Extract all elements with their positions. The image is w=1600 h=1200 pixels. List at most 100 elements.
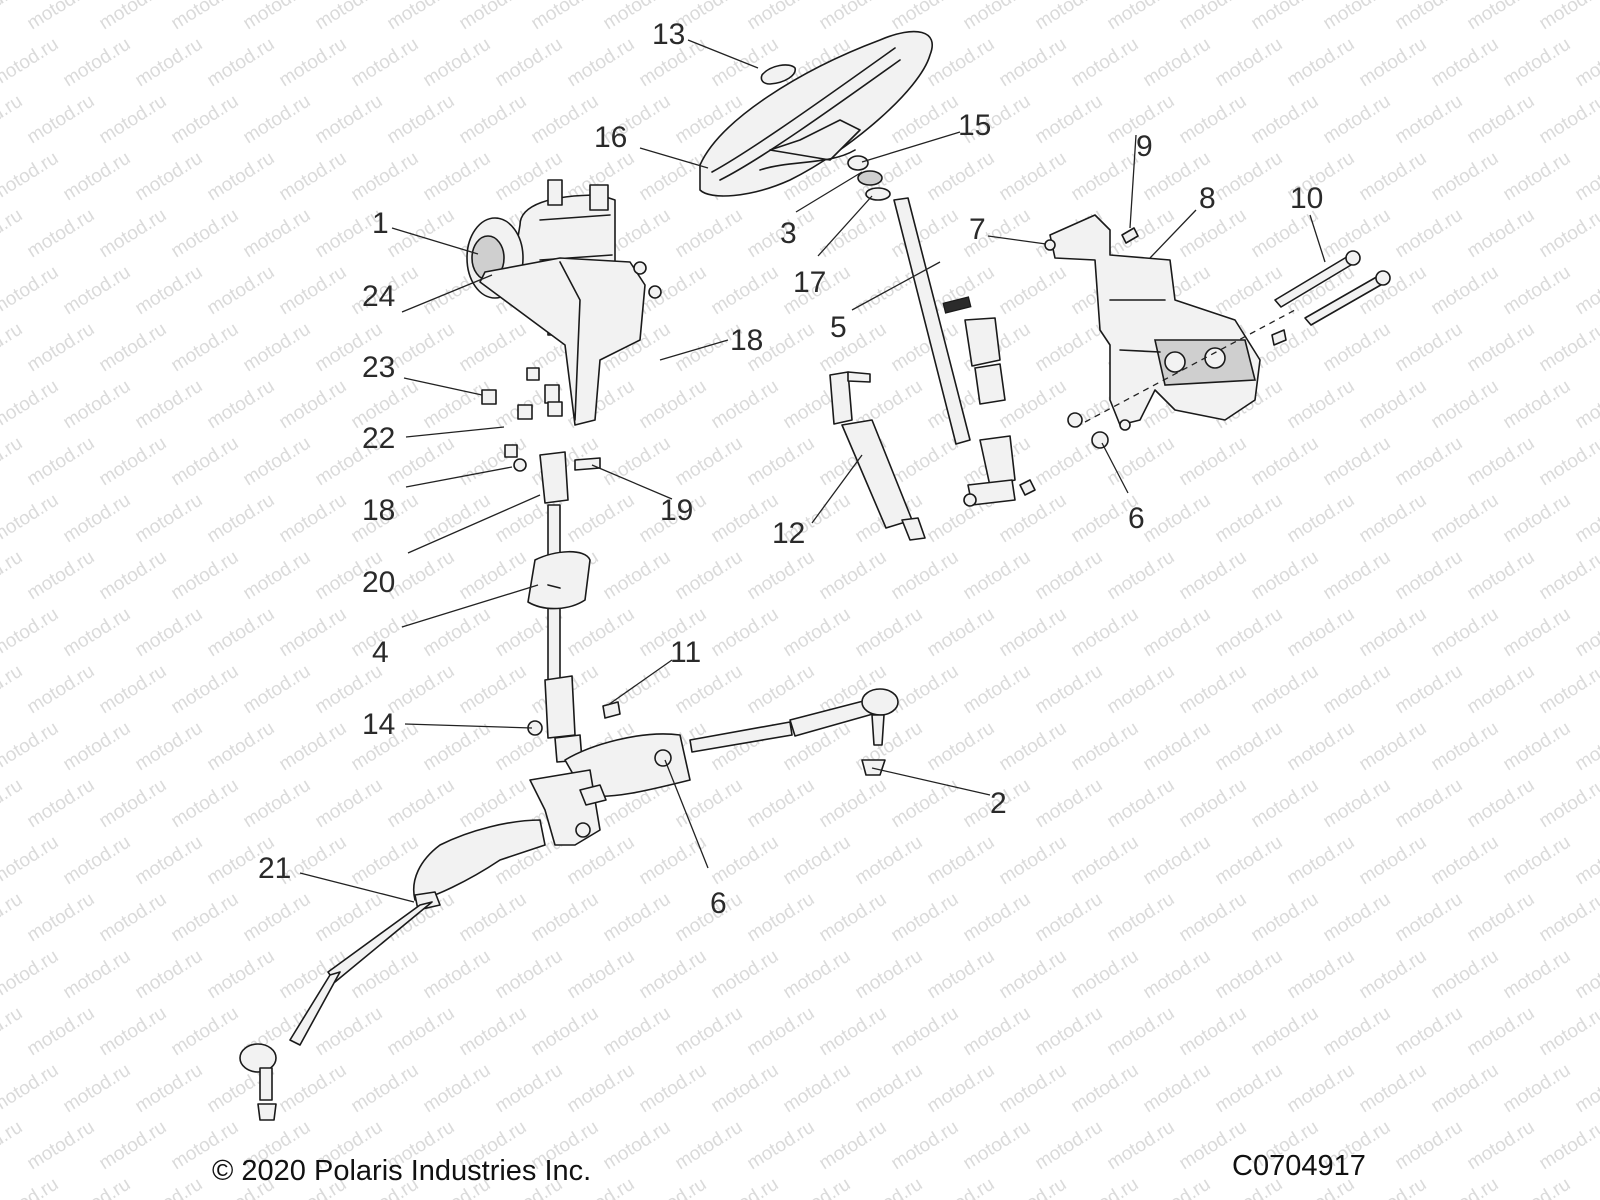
watermark-text: motod.ru xyxy=(348,832,423,890)
watermark-text: motod.ru xyxy=(1140,946,1215,1004)
watermark-text: motod.ru xyxy=(744,889,819,947)
watermark-text: motod.ru xyxy=(1428,604,1503,662)
watermark-text: motod.ru xyxy=(1500,832,1575,890)
watermark-text: motod.ru xyxy=(1212,262,1287,320)
watermark-text: motod.ru xyxy=(1104,775,1179,833)
leader-lines xyxy=(299,39,1326,903)
watermark-text: motod.ru xyxy=(312,0,387,34)
watermark-text: motod.ru xyxy=(672,661,747,719)
callout-14: 14 xyxy=(362,708,395,741)
watermark-text: motod.ru xyxy=(132,718,207,776)
watermark-text: motod.ru xyxy=(1464,1003,1539,1061)
watermark-text: motod.ru xyxy=(1392,775,1467,833)
watermark-text: motod.ru xyxy=(1284,832,1359,890)
watermark-text: motod.ru xyxy=(276,604,351,662)
watermark-text: motod.ru xyxy=(1464,205,1539,263)
watermark-text: motod.ru xyxy=(1572,490,1600,548)
watermark-text: motod.ru xyxy=(168,433,243,491)
callout-2: 2 xyxy=(990,787,1007,820)
watermark-text: motod.ru xyxy=(132,490,207,548)
watermark-text: motod.ru xyxy=(204,604,279,662)
watermark-text: motod.ru xyxy=(1212,148,1287,206)
watermark-text: motod.ru xyxy=(1140,832,1215,890)
watermark-text: motod.ru xyxy=(240,433,315,491)
watermark-text: motod.ru xyxy=(24,547,99,605)
watermark-text: motod.ru xyxy=(1140,34,1215,92)
callout-18-upper: 18 xyxy=(730,324,763,357)
watermark-text: motod.ru xyxy=(924,34,999,92)
watermark-text: motod.ru xyxy=(1176,547,1251,605)
watermark-text: motod.ru xyxy=(1464,433,1539,491)
callout-6-top: 6 xyxy=(1128,502,1145,535)
watermark-text: motod.ru xyxy=(744,1117,819,1175)
watermark-text: motod.ru xyxy=(240,889,315,947)
watermark-text: motod.ru xyxy=(1320,319,1395,377)
watermark-text: motod.ru xyxy=(924,604,999,662)
watermark-text: motod.ru xyxy=(1428,262,1503,320)
watermark-text: motod.ru xyxy=(1176,661,1251,719)
upper-steering-shaft xyxy=(893,197,1036,507)
watermark-text: motod.ru xyxy=(276,490,351,548)
callout-9: 9 xyxy=(1136,130,1153,163)
watermark-text: motod.ru xyxy=(1284,1060,1359,1118)
watermark-text: motod.ru xyxy=(528,1003,603,1061)
watermark-text: motod.ru xyxy=(1248,91,1323,149)
watermark-text: motod.ru xyxy=(1572,1174,1600,1200)
watermark-text: motod.ru xyxy=(24,775,99,833)
watermark-text: motod.ru xyxy=(888,547,963,605)
watermark-text: motod.ru xyxy=(0,1174,62,1200)
watermark-text: motod.ru xyxy=(1068,604,1143,662)
watermark-text: motod.ru xyxy=(636,832,711,890)
watermark-text: motod.ru xyxy=(636,148,711,206)
watermark-text: motod.ru xyxy=(888,0,963,34)
watermark-text: motod.ru xyxy=(708,376,783,434)
watermark-text: motod.ru xyxy=(168,205,243,263)
watermark-text: motod.ru xyxy=(132,946,207,1004)
watermark-text: motod.ru xyxy=(0,376,62,434)
watermark-text: motod.ru xyxy=(0,1003,26,1061)
watermark-text: motod.ru xyxy=(1140,1174,1215,1200)
watermark-text: motod.ru xyxy=(1500,604,1575,662)
callout-12: 12 xyxy=(772,517,805,550)
watermark-text: motod.ru xyxy=(96,1003,171,1061)
watermark-text: motod.ru xyxy=(1068,1060,1143,1118)
callout-16: 16 xyxy=(594,121,627,154)
watermark-text: motod.ru xyxy=(816,889,891,947)
watermark-text: motod.ru xyxy=(672,205,747,263)
watermark-text: motod.ru xyxy=(1464,775,1539,833)
watermark-text: motod.ru xyxy=(636,1174,711,1200)
watermark-text: motod.ru xyxy=(96,547,171,605)
watermark-text: motod.ru xyxy=(240,319,315,377)
watermark-text: motod.ru xyxy=(492,1060,567,1118)
callout-18-lower: 18 xyxy=(362,494,395,527)
watermark-text: motod.ru xyxy=(1104,433,1179,491)
watermark-text: motod.ru xyxy=(1500,34,1575,92)
watermark-text: motod.ru xyxy=(168,889,243,947)
watermark-text: motod.ru xyxy=(600,889,675,947)
watermark-text: motod.ru xyxy=(1356,1060,1431,1118)
watermark-text: motod.ru xyxy=(0,148,62,206)
watermark-text: motod.ru xyxy=(888,661,963,719)
watermark-text: motod.ru xyxy=(924,1174,999,1200)
watermark-text: motod.ru xyxy=(1428,1060,1503,1118)
watermark-text: motod.ru xyxy=(1248,433,1323,491)
watermark-text: motod.ru xyxy=(1500,1174,1575,1200)
callout-1: 1 xyxy=(372,207,389,240)
watermark-text: motod.ru xyxy=(0,889,26,947)
watermark-text: motod.ru xyxy=(672,1117,747,1175)
watermark-text: motod.ru xyxy=(1392,0,1467,34)
watermark-text: motod.ru xyxy=(924,946,999,1004)
watermark-text: motod.ru xyxy=(384,775,459,833)
watermark-text: motod.ru xyxy=(60,832,135,890)
callout-19: 19 xyxy=(660,494,693,527)
watermark-text: motod.ru xyxy=(1284,376,1359,434)
watermark-text: motod.ru xyxy=(384,91,459,149)
watermark-text: motod.ru xyxy=(132,376,207,434)
watermark-text: motod.ru xyxy=(1428,718,1503,776)
watermark-text: motod.ru xyxy=(1320,661,1395,719)
watermark-text: motod.ru xyxy=(204,490,279,548)
watermark-text: motod.ru xyxy=(1536,1117,1600,1175)
watermark-text: motod.ru xyxy=(924,1060,999,1118)
watermark-text: motod.ru xyxy=(456,319,531,377)
